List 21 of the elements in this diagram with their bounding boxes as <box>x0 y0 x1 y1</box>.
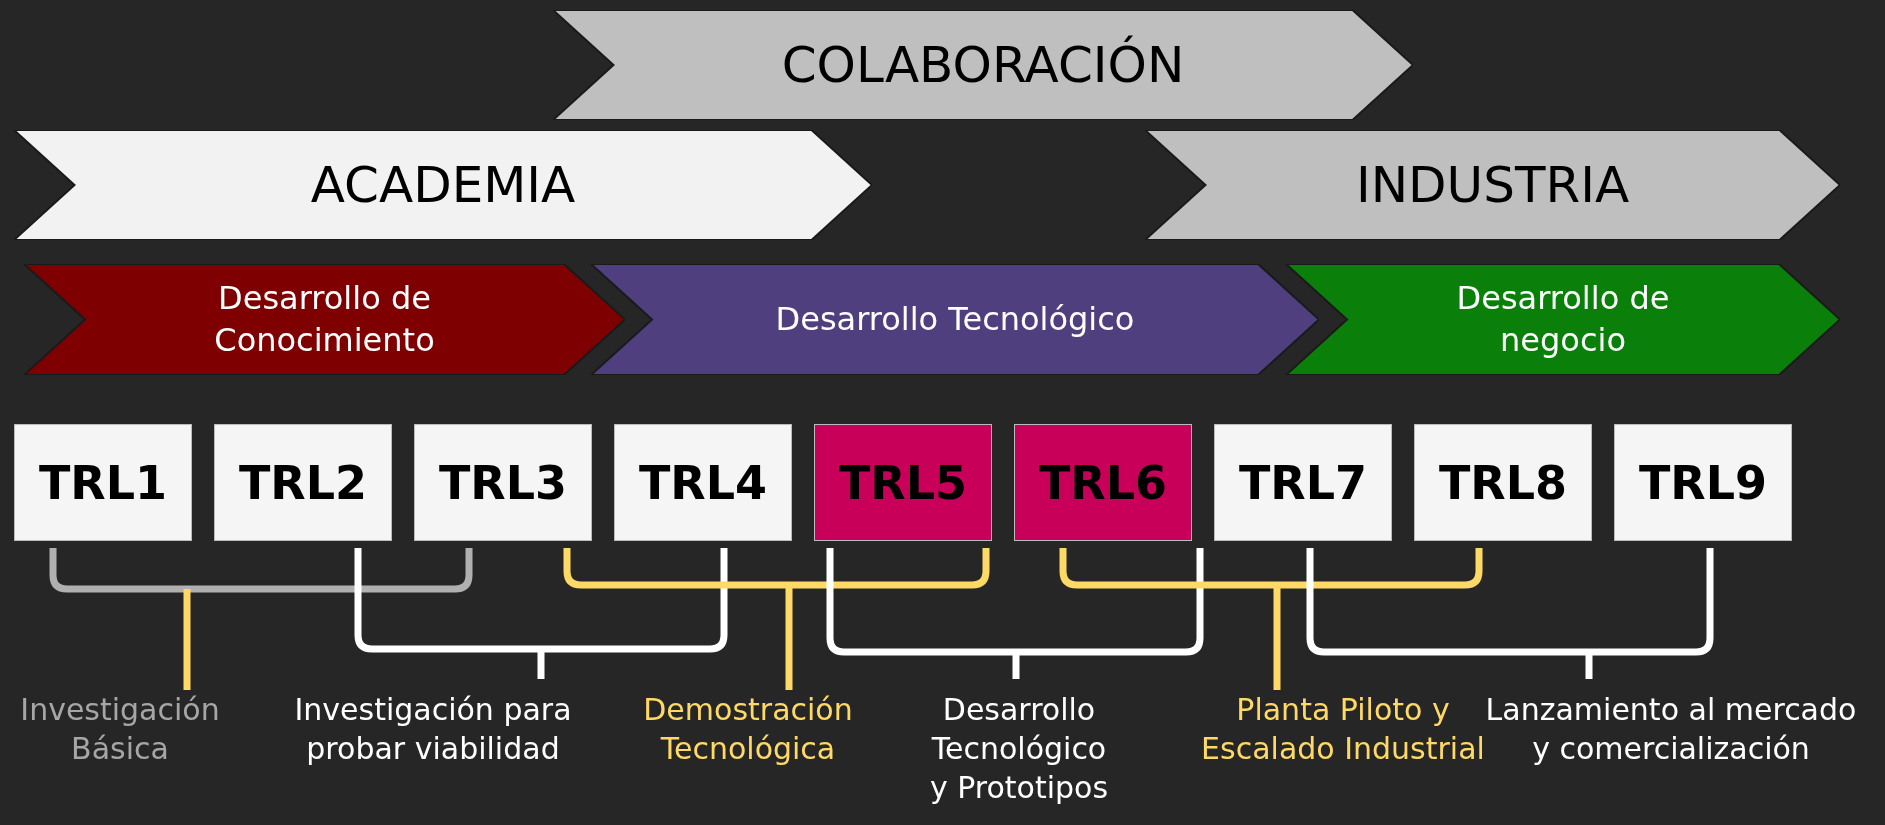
level-box: TRL5 <box>814 424 992 541</box>
phase-banner: COLABORACIÓN <box>553 10 1413 120</box>
level-box: TRL8 <box>1414 424 1592 541</box>
level-box: TRL1 <box>14 424 192 541</box>
level-box: TRL2 <box>214 424 392 541</box>
level-box: TRL9 <box>1614 424 1792 541</box>
phase-banner: Desarrollo de Conocimiento <box>24 264 625 375</box>
stage-label: Demostración Tecnológica <box>642 691 854 768</box>
level-box: TRL3 <box>414 424 592 541</box>
level-box: TRL6 <box>1014 424 1192 541</box>
stage-label: Planta Piloto y Escalado Industrial <box>1200 691 1486 768</box>
stage-label: Investigación para probar viabilidad <box>293 691 573 768</box>
phase-banner: INDUSTRIA <box>1145 130 1840 240</box>
stage-label: Desarrollo Tecnológico y Prototipos <box>928 691 1110 807</box>
level-box: TRL4 <box>614 424 792 541</box>
stage-label: Lanzamiento al mercado y comercialización <box>1484 691 1858 768</box>
phase-banner: Desarrollo Tecnológico <box>591 264 1319 375</box>
phase-banner: Desarrollo de negocio <box>1286 264 1840 375</box>
level-box: TRL7 <box>1214 424 1392 541</box>
stage-label: Investigación Básica <box>19 691 221 768</box>
phase-banner: ACADEMIA <box>14 130 872 240</box>
